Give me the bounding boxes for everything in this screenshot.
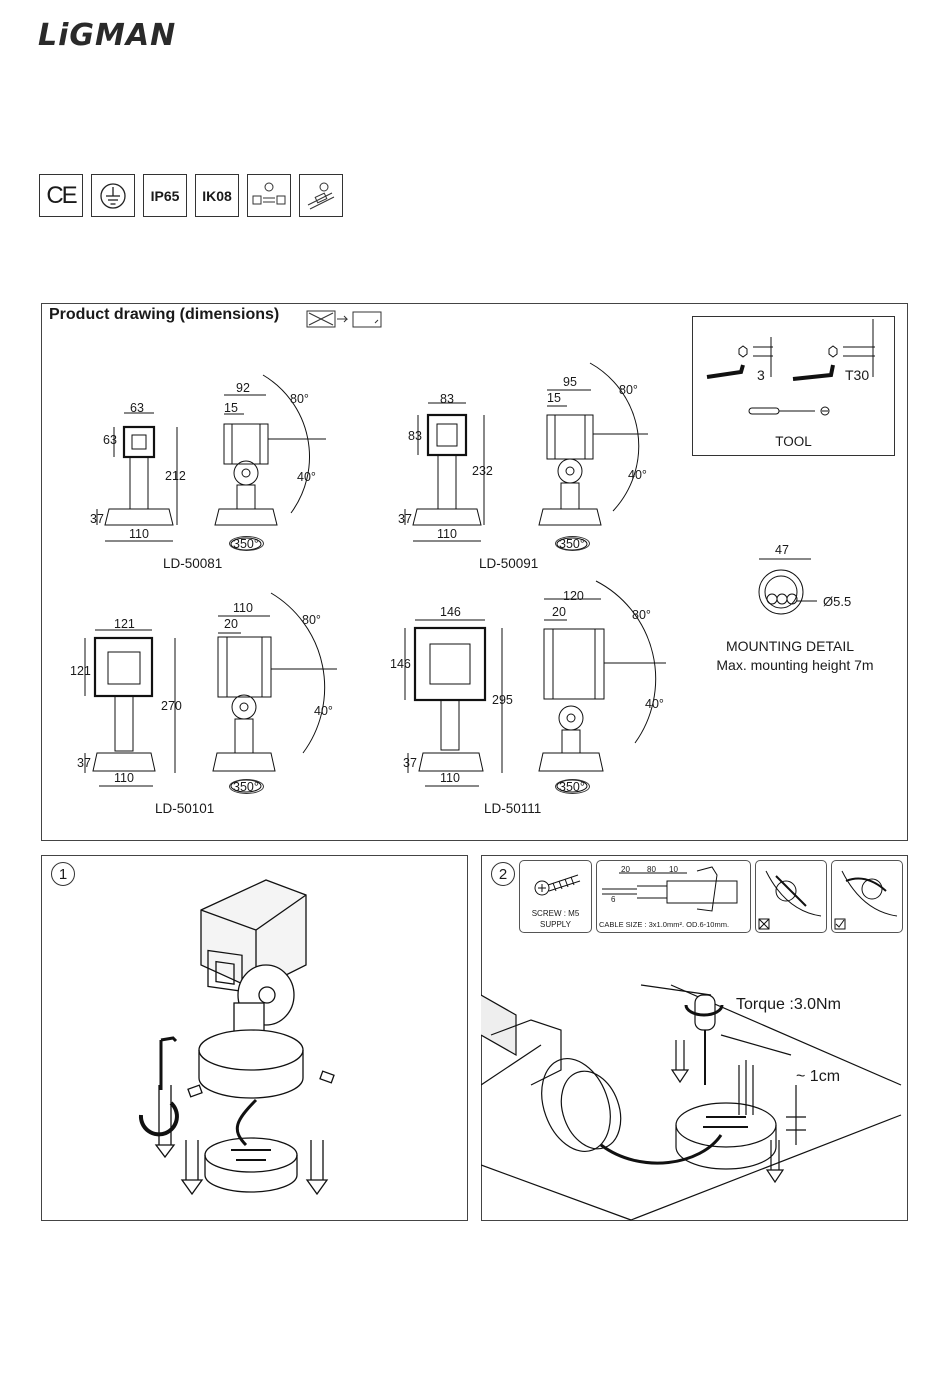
dim-50101-up-angle: 80° [302,613,321,627]
screw-supply-label: SUPPLY [540,920,571,929]
rotation-marker-50081 [229,536,264,551]
hex-key-size: 3 [757,367,765,383]
step-2-illustration [481,984,902,1221]
strip-length-6: 6 [611,895,616,904]
strip-length-80: 80 [647,865,656,874]
dim-50111-head-width: 146 [440,605,461,619]
dim-50081-total-height: 212 [165,469,186,483]
dimension-drawings [84,362,817,793]
dim-50091-base-height: 37 [398,512,412,526]
mounting-surface-icon [306,310,382,328]
step-1-illustration [138,879,335,1196]
dim-50111-arm: 20 [552,605,566,619]
model-code-50081: LD-50081 [163,556,223,571]
dim-50111-base-width: 110 [440,771,460,785]
dim-50101-head-height: 121 [70,664,91,678]
strip-length-10: 10 [669,865,678,874]
gap-label: ~ 1cm [796,1068,841,1085]
dim-50111-total-height: 295 [492,693,513,707]
tool-box: 3 T30 TOOL [692,316,895,456]
correct-install-box [831,860,903,933]
dim-50101-arm: 20 [224,617,238,631]
model-code-50101: LD-50101 [155,801,215,816]
strip-length-20: 20 [621,865,630,874]
driver-compatibility-icon [247,174,291,217]
dim-50081-base-width: 110 [129,527,149,541]
model-code-50111: LD-50111 [484,801,542,816]
dim-50081-offset: 92 [236,381,250,395]
dim-50111-offset: 120 [563,589,584,603]
dim-50081-head-width: 63 [130,401,144,415]
wrong-install-diagram [758,870,822,930]
cable-size-label: CABLE SIZE : 3x1.0mm². OD.6-10mm. [599,920,730,929]
dim-50081-up-angle: 80° [290,392,309,406]
model-code-50091: LD-50091 [479,556,539,571]
dim-50091-arm: 15 [547,391,561,405]
dim-50081-arm: 15 [224,401,238,415]
dim-50111-down-angle: 40° [645,697,664,711]
dim-50081-base-height: 37 [90,512,104,526]
dim-50081-down-angle: 40° [297,470,316,484]
ip65-badge: IP65 [143,174,187,217]
rotation-marker-50111 [555,779,590,794]
dim-50091-offset: 95 [563,375,577,389]
mounting-height-note: Max. mounting height 7m [716,657,874,673]
dim-50091-base-width: 110 [437,527,457,541]
cable-strip-diagram [602,866,738,912]
product-drawing-panel [41,303,908,841]
hex-key-icon [706,319,875,416]
mounting-width: 47 [775,543,789,557]
torx-key-size: T30 [845,367,870,383]
dim-50101-offset: 110 [233,601,253,615]
dim-50101-total-height: 270 [161,699,182,713]
dim-50101-down-angle: 40° [314,704,333,718]
dim-50091-down-angle: 40° [628,468,647,482]
dim-50111-head-height: 146 [390,657,411,671]
dim-50081-head-height: 63 [103,433,117,447]
dim-50101-head-width: 121 [114,617,135,631]
step-2-panel [481,855,908,1221]
dim-50101-base-height: 37 [77,756,91,770]
tool-label: TOOL [775,434,812,449]
ce-mark-icon: CE [39,174,83,217]
drawing-title: Product drawing (dimensions) [49,306,280,323]
earth-ground-icon [91,174,135,217]
dim-50091-total-height: 232 [472,464,493,478]
wrong-install-box [755,860,827,933]
cable-strip-box: 20 80 10 6 CABLE SIZE : 3x1.0mm². OD.6-1… [596,860,751,933]
dim-50091-head-height: 83 [408,429,422,443]
rotation-marker-50091 [555,536,590,551]
dim-50111-base-height: 37 [403,756,417,770]
step-2-number: 2 [491,862,515,886]
screw-label: SCREW : M5 [531,909,580,918]
torque-label: Torque :3.0Nm [736,996,841,1013]
wiring-icon [299,174,343,217]
dim-50091-up-angle: 80° [619,383,638,397]
screw-detail-box: SCREW : M5 SUPPLY [519,860,592,933]
dim-50101-base-width: 110 [114,771,134,785]
brand-logo: LiGMAN [38,18,177,53]
step-1-number: 1 [51,862,75,886]
mounting-hole-size: Ø5.5 [823,594,852,609]
dim-50111-up-angle: 80° [632,608,651,622]
mounting-detail-title: MOUNTING DETAIL [725,638,855,654]
dim-50091-head-width: 83 [440,392,454,406]
correct-install-diagram [834,870,898,930]
rotation-marker-50101 [229,779,264,794]
ik08-badge: IK08 [195,174,239,217]
screw-icon [534,874,581,896]
